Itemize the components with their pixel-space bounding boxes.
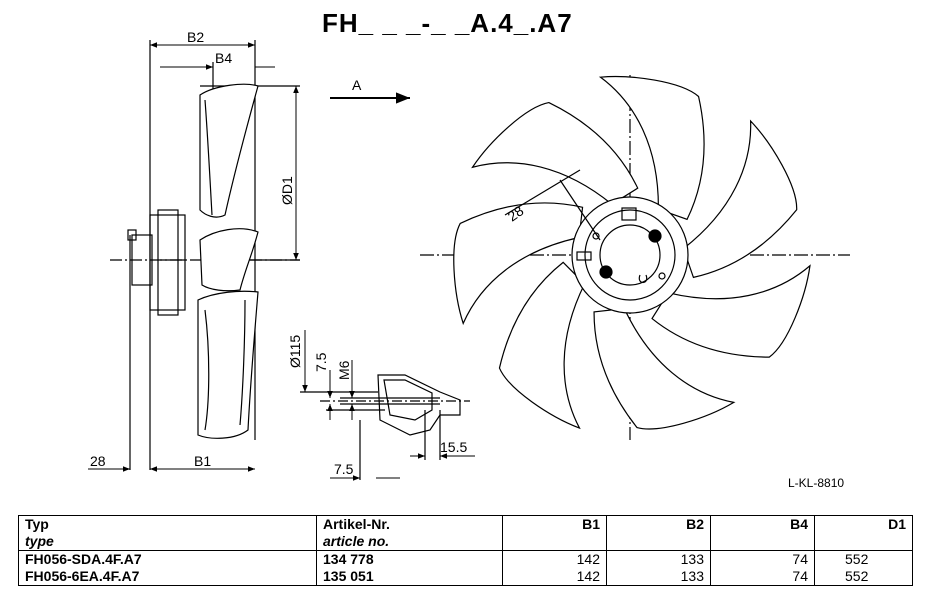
header-type-de: Typ [25, 516, 49, 532]
header-b1: B1 [502, 515, 607, 551]
technical-drawing: FH_ _ _-_ _A.4_.A7 A [88, 8, 850, 490]
dim-bolt-circle: Ø115 [287, 335, 303, 368]
dim-depth-a: 7.5 [313, 352, 329, 372]
row-d1: 552 [814, 568, 913, 586]
header-article: Artikel-Nr. article no. [316, 515, 503, 551]
header-b2: B2 [606, 515, 711, 551]
view-direction-arrow: A [330, 77, 410, 104]
row-type: FH056-SDA.4F.A7 [18, 550, 317, 568]
dim-b1: B1 [194, 453, 211, 469]
side-view-dimensions [88, 42, 299, 472]
row-b4: 74 [710, 568, 815, 586]
header-article-en: article no. [323, 533, 390, 549]
row-d1: 552 [814, 550, 913, 568]
dim-depth-b: 15.5 [440, 439, 467, 455]
dim-b2: B2 [187, 29, 204, 45]
row-b1: 142 [502, 550, 607, 568]
impeller-blade [651, 264, 811, 358]
dim-thread: M6 [336, 360, 352, 380]
dim-b4: B4 [215, 50, 232, 66]
impeller-blade [682, 119, 798, 279]
row-b2: 133 [606, 568, 711, 586]
dim-d1: ØD1 [279, 176, 295, 205]
dim-hub-offset: 28 [90, 453, 106, 469]
header-type-en: type [25, 533, 54, 549]
row-article: 134 778 [316, 550, 503, 568]
direction-label: A [352, 77, 362, 93]
impeller-blade [471, 101, 639, 206]
front-view-impeller [420, 75, 850, 440]
hub-detail-dimensions [302, 330, 475, 481]
table-header-row: Typ type Artikel-Nr. article no. B1 B2 B… [18, 515, 913, 551]
impeller-blade [598, 76, 705, 221]
row-b1: 142 [502, 568, 607, 586]
header-b4: B4 [710, 515, 815, 551]
row-b2: 133 [606, 550, 711, 568]
drawing-code: L-KL-8810 [788, 476, 844, 490]
header-d1: D1 [814, 515, 913, 551]
header-article-de: Artikel-Nr. [323, 516, 390, 532]
hub-detail-section [300, 374, 470, 480]
dim-depth-c: 7.5 [334, 461, 354, 477]
header-type: Typ type [18, 515, 317, 551]
model-code-title: FH_ _ _-_ _A.4_.A7 [322, 8, 573, 38]
impeller-blade [593, 307, 736, 430]
side-view [110, 40, 300, 470]
row-b4: 74 [710, 550, 815, 568]
row-type: FH056-6EA.4F.A7 [18, 568, 317, 586]
impeller-blade [498, 261, 586, 430]
specification-table: Typ type Artikel-Nr. article no. B1 B2 B… [18, 515, 913, 586]
table-row: FH056-6EA.4F.A7 135 051 142 133 74 552 [18, 568, 913, 586]
impeller-blades [453, 76, 811, 430]
impeller-blade [453, 202, 584, 326]
row-article: 135 051 [316, 568, 503, 586]
table-row: FH056-SDA.4F.A7 134 778 142 133 74 552 [18, 550, 913, 568]
